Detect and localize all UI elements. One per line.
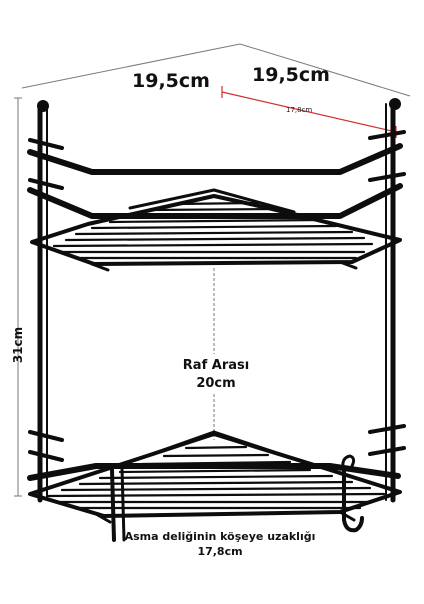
width-right-label: 19,5cm: [252, 64, 330, 86]
shelf-gap-value: 20cm: [196, 376, 236, 391]
hole-distance-value: 17,8cm: [197, 545, 243, 558]
shelf-gap-label: Raf Arası: [182, 358, 250, 373]
hole-distance-note: Asma deliğinin köşeye uzaklığı: [124, 530, 316, 543]
width-left-label: 19,5cm: [132, 70, 210, 92]
dimension-lines: [14, 43, 411, 497]
shelf-frame: [27, 98, 406, 542]
hole-offset-small-label: 17,8cm: [286, 106, 313, 114]
height-label: 31cm: [11, 326, 25, 364]
